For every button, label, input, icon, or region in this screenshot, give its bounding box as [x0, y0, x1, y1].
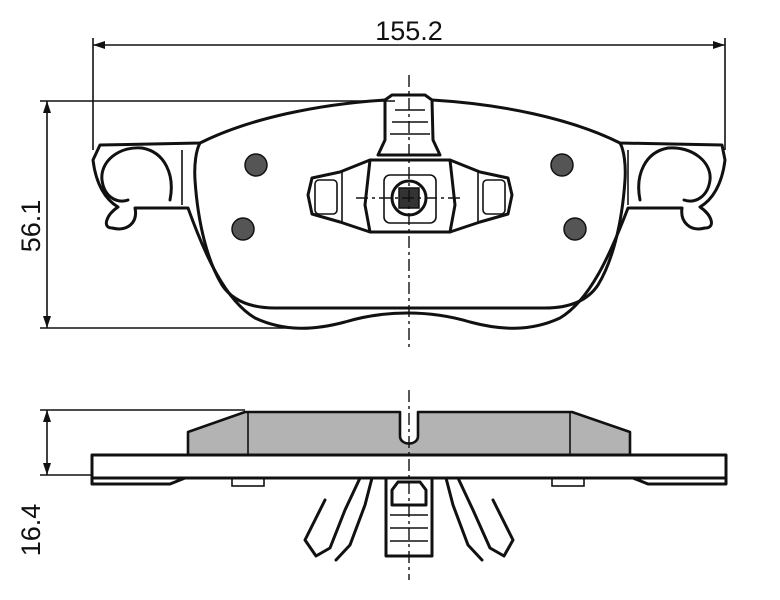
left-ear-hook	[100, 146, 173, 203]
width-dimension: 155.2	[92, 16, 726, 150]
friction-material	[186, 410, 632, 457]
thickness-dimension: 16.4	[16, 409, 245, 557]
rivet-top-right	[550, 153, 574, 177]
spring-clip-left-leg	[303, 476, 362, 558]
friction-pad-outline	[193, 141, 627, 310]
thickness-dimension-label: 16.4	[16, 504, 46, 557]
rivet-bottom-right	[563, 217, 587, 241]
rivet-top-left	[244, 153, 268, 177]
center-clip-right-wing	[448, 158, 514, 234]
right-ear-hook	[637, 146, 712, 203]
front-view	[91, 75, 727, 348]
side-view	[90, 390, 728, 580]
spring-clip-right-leg	[456, 476, 515, 558]
height-dimension-label: 56.1	[16, 200, 46, 253]
center-clip-left-wing	[306, 158, 372, 234]
width-dimension-label: 155.2	[375, 16, 443, 46]
backing-plate-outline	[91, 93, 727, 330]
height-dimension: 56.1	[16, 100, 395, 329]
rivet-bottom-left	[231, 217, 255, 241]
